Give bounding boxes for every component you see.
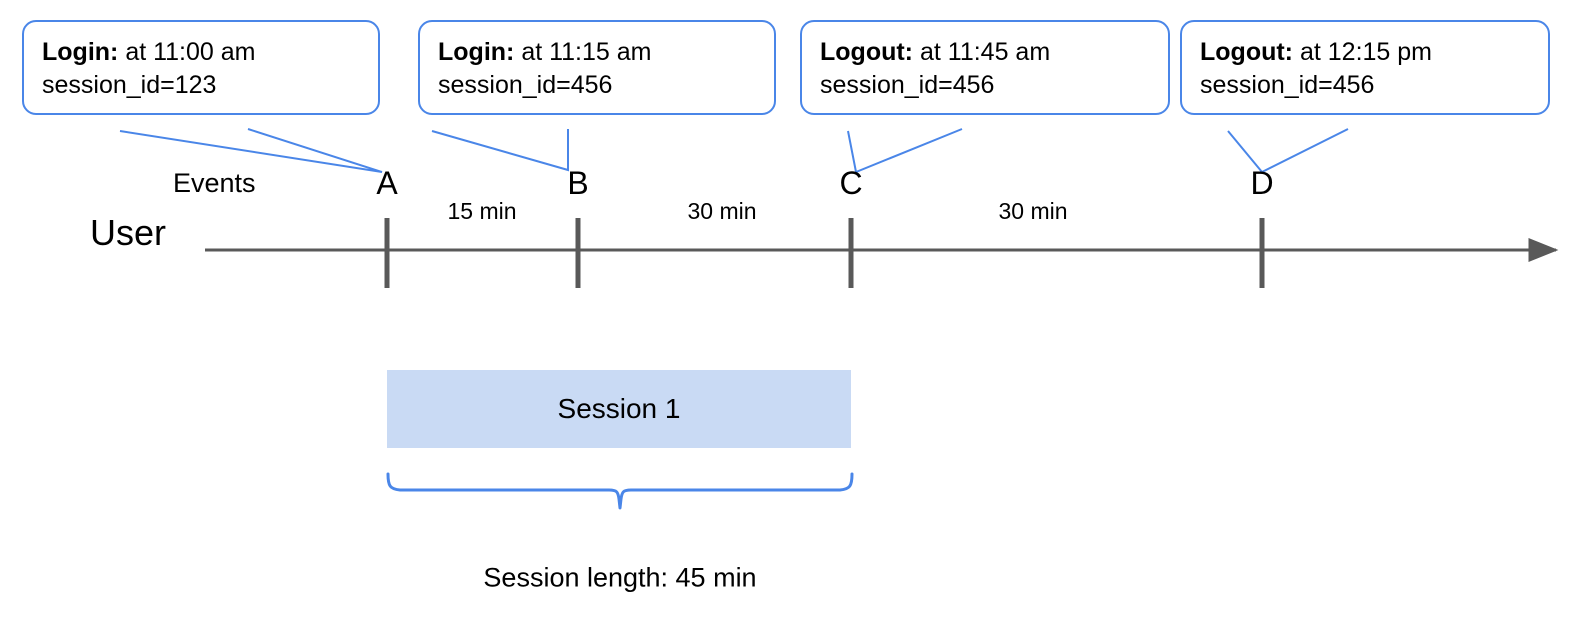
callout-line-title-d: Logout: at 12:15 pm bbox=[1200, 36, 1532, 69]
callout-bubble-c: Logout: at 11:45 am session_id=456 bbox=[800, 20, 1170, 115]
session-brace bbox=[386, 472, 854, 510]
callout-tail-d bbox=[1227, 128, 1349, 174]
interval-label-ab: 15 min bbox=[447, 198, 517, 224]
callout-time-a: at 11:00 am bbox=[125, 38, 256, 66]
callout-event-d: Logout: bbox=[1200, 38, 1294, 66]
callout-session-d: session_id=456 bbox=[1200, 70, 1375, 99]
lane-label-user: User bbox=[90, 212, 167, 253]
callout-event-c: Logout: bbox=[820, 38, 914, 66]
marker-label-a: A bbox=[376, 165, 398, 201]
callout-line-title-a: Login: at 11:00 am bbox=[42, 36, 362, 69]
session-length-caption: Session length: 45 min bbox=[483, 562, 757, 593]
callout-event-a: Login: bbox=[42, 38, 119, 66]
interval-label-cd: 30 min bbox=[998, 198, 1068, 224]
callout-bubble-d: Logout: at 12:15 pm session_id=456 bbox=[1180, 20, 1550, 115]
callout-tail-c bbox=[847, 128, 963, 174]
session-bar: Session 1 bbox=[387, 370, 851, 448]
marker-label-c: C bbox=[839, 165, 863, 201]
session-bar-label: Session 1 bbox=[557, 393, 681, 424]
callout-tail-a bbox=[119, 128, 383, 173]
callout-tail-b bbox=[431, 129, 569, 172]
interval-label-bc: 30 min bbox=[687, 198, 757, 224]
callout-session-c: session_id=456 bbox=[820, 70, 995, 99]
events-label: Events bbox=[173, 168, 256, 198]
callout-bubble-a: Login: at 11:00 am session_id=123 bbox=[22, 20, 380, 115]
callout-bubble-b: Login: at 11:15 am session_id=456 bbox=[418, 20, 776, 115]
callout-line-title-b: Login: at 11:15 am bbox=[438, 36, 758, 69]
marker-label-b: B bbox=[567, 165, 589, 201]
callout-line-title-c: Logout: at 11:45 am bbox=[820, 36, 1152, 69]
callout-time-c: at 11:45 am bbox=[919, 38, 1051, 66]
callout-time-b: at 11:15 am bbox=[521, 38, 652, 66]
callout-event-b: Login: bbox=[438, 38, 515, 66]
callout-time-d: at 12:15 pm bbox=[1299, 38, 1432, 66]
callout-session-b: session_id=456 bbox=[438, 70, 613, 99]
callout-session-a: session_id=123 bbox=[42, 70, 217, 99]
marker-label-d: D bbox=[1250, 165, 1274, 201]
